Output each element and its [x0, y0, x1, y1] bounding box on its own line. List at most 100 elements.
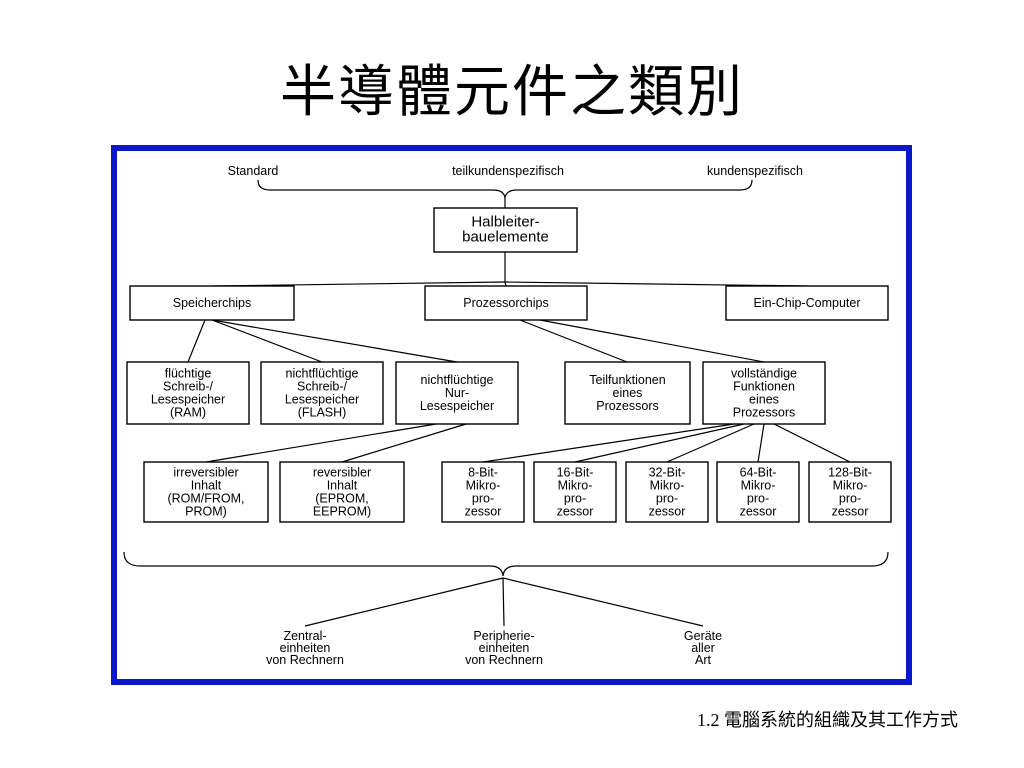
l3-node-text-line: zessor — [465, 505, 502, 519]
edge-l2-l3 — [666, 423, 755, 463]
l3-node-text-line: Mikro- — [650, 479, 685, 493]
root-node-text-line: bauelemente — [462, 229, 549, 246]
bottom-label-line: Zentral- — [283, 629, 326, 643]
l3-node-box — [143, 461, 269, 523]
l2-node-text-line: (FLASH) — [298, 406, 347, 420]
l3-node-text-line: irreversibler — [173, 466, 238, 480]
l3-node-text-line: pro- — [839, 492, 861, 506]
l3-node-text-line: reversibler — [313, 466, 371, 480]
top-label: teilkundenspezifisch — [452, 164, 564, 178]
edge-l2-l3 — [205, 423, 437, 463]
l2-node-text-line: nichtflüchtige — [286, 367, 359, 381]
l3-node-text-line: pro- — [564, 492, 586, 506]
l2-node-text-line: Schreib-/ — [163, 380, 214, 394]
l3-node-text: 128-Bit-Mikro-pro-zessor — [828, 466, 872, 519]
l3-node-box — [625, 461, 709, 523]
l3-node-text-line: Mikro- — [741, 479, 776, 493]
l3-node-text-line: PROM) — [185, 505, 227, 519]
l3-node: 16-Bit-Mikro-pro-zessor — [533, 461, 617, 523]
l3-node-text-line: Inhalt — [191, 479, 222, 493]
edge-l2-l3 — [341, 423, 467, 463]
l3-node-box — [441, 461, 525, 523]
edge-brace-bottom — [502, 577, 505, 627]
l2-node-text-line: Teilfunktionen — [589, 373, 665, 387]
l3-node-text: 64-Bit-Mikro-pro-zessor — [740, 466, 777, 519]
bottom-label-line: Art — [695, 653, 712, 667]
bottom-label-line: von Rechnern — [465, 653, 543, 667]
l3-node-text-line: (ROM/FROM, — [167, 492, 244, 506]
l1-node-box — [725, 285, 889, 321]
l2-node-text-line: nichtflüchtige — [421, 373, 494, 387]
l3-node-text-line: pro- — [472, 492, 494, 506]
l3-node-text-line: 32-Bit- — [649, 466, 686, 480]
bottom-label-line: einheiten — [479, 641, 530, 655]
l3-node-text: 8-Bit-Mikro-pro-zessor — [465, 466, 502, 519]
l1-node-text-line: Speicherchips — [173, 296, 252, 310]
l3-node-text-line: Mikro- — [466, 479, 501, 493]
l2-node-box — [395, 361, 519, 425]
l3-node-text-line: zessor — [649, 505, 686, 519]
l2-node-text-line: (RAM) — [170, 406, 206, 420]
root-node-text-line: Halbleiter- — [471, 214, 539, 231]
edge-l2-l3 — [482, 423, 735, 463]
l2-node-text-line: Funktionen — [733, 380, 795, 394]
l2-node-box — [564, 361, 691, 425]
l3-node-box — [279, 461, 405, 523]
edge-l1-l2 — [519, 319, 628, 363]
l1-node-text: Ein-Chip-Computer — [754, 296, 861, 310]
edge-brace-bottom — [502, 577, 704, 627]
l3-node-text-line: Inhalt — [327, 479, 358, 493]
bottom-label-line: aller — [691, 641, 715, 655]
edge-brace-bottom — [304, 577, 504, 627]
l3-node-text-line: Mikro- — [558, 479, 593, 493]
top-label: Standard — [228, 164, 279, 178]
l1-node-box — [424, 285, 588, 321]
root-node-box — [433, 207, 578, 253]
l3-node: 64-Bit-Mikro-pro-zessor — [716, 461, 800, 523]
l3-node-text-line: zessor — [740, 505, 777, 519]
l2-node-text-line: Lesespeicher — [420, 399, 494, 413]
l2-node-box — [126, 361, 250, 425]
l2-node-text-line: Prozessors — [733, 406, 796, 420]
l3-node-text-line: 128-Bit- — [828, 466, 872, 480]
l3-node: 128-Bit-Mikro-pro-zessor — [808, 461, 892, 523]
l2-node-text-line: Lesespeicher — [285, 393, 359, 407]
l1-node-text-line: Prozessorchips — [463, 296, 548, 310]
bottom-label-line: Geräte — [684, 629, 722, 643]
l3-node-text-line: Mikro- — [833, 479, 868, 493]
l3-node-text: 16-Bit-Mikro-pro-zessor — [557, 466, 594, 519]
l1-node: Speicherchips — [129, 285, 295, 321]
l1-node-text-line: Ein-Chip-Computer — [754, 296, 861, 310]
l3-node-text-line: pro- — [747, 492, 769, 506]
l3-node-text-line: 16-Bit- — [557, 466, 594, 480]
l2-node-text-line: Prozessors — [596, 399, 659, 413]
diagram-frame: Standard teilkundenspezifisch kundenspezif… — [111, 145, 912, 685]
bottom-label-line: Peripherie- — [473, 629, 534, 643]
slide-title: 半導體元件之類別 — [280, 60, 744, 125]
edge-l2-l3 — [773, 423, 851, 463]
slide-footer: 1.2 電腦系統的組織及其工作方式 — [697, 710, 958, 730]
bottom-label-line: einheiten — [280, 641, 331, 655]
edge-l1-l2 — [211, 319, 323, 363]
edge-l1-l2 — [187, 319, 206, 363]
l3-node-text: 32-Bit-Mikro-pro-zessor — [649, 466, 686, 519]
l1-node-text: Prozessorchips — [463, 296, 548, 310]
bottom-brace — [123, 551, 889, 577]
l2-node-text-line: flüchtige — [165, 367, 212, 381]
l1-node-text: Speicherchips — [173, 296, 252, 310]
top-label: kundenspezifisch — [707, 164, 803, 178]
